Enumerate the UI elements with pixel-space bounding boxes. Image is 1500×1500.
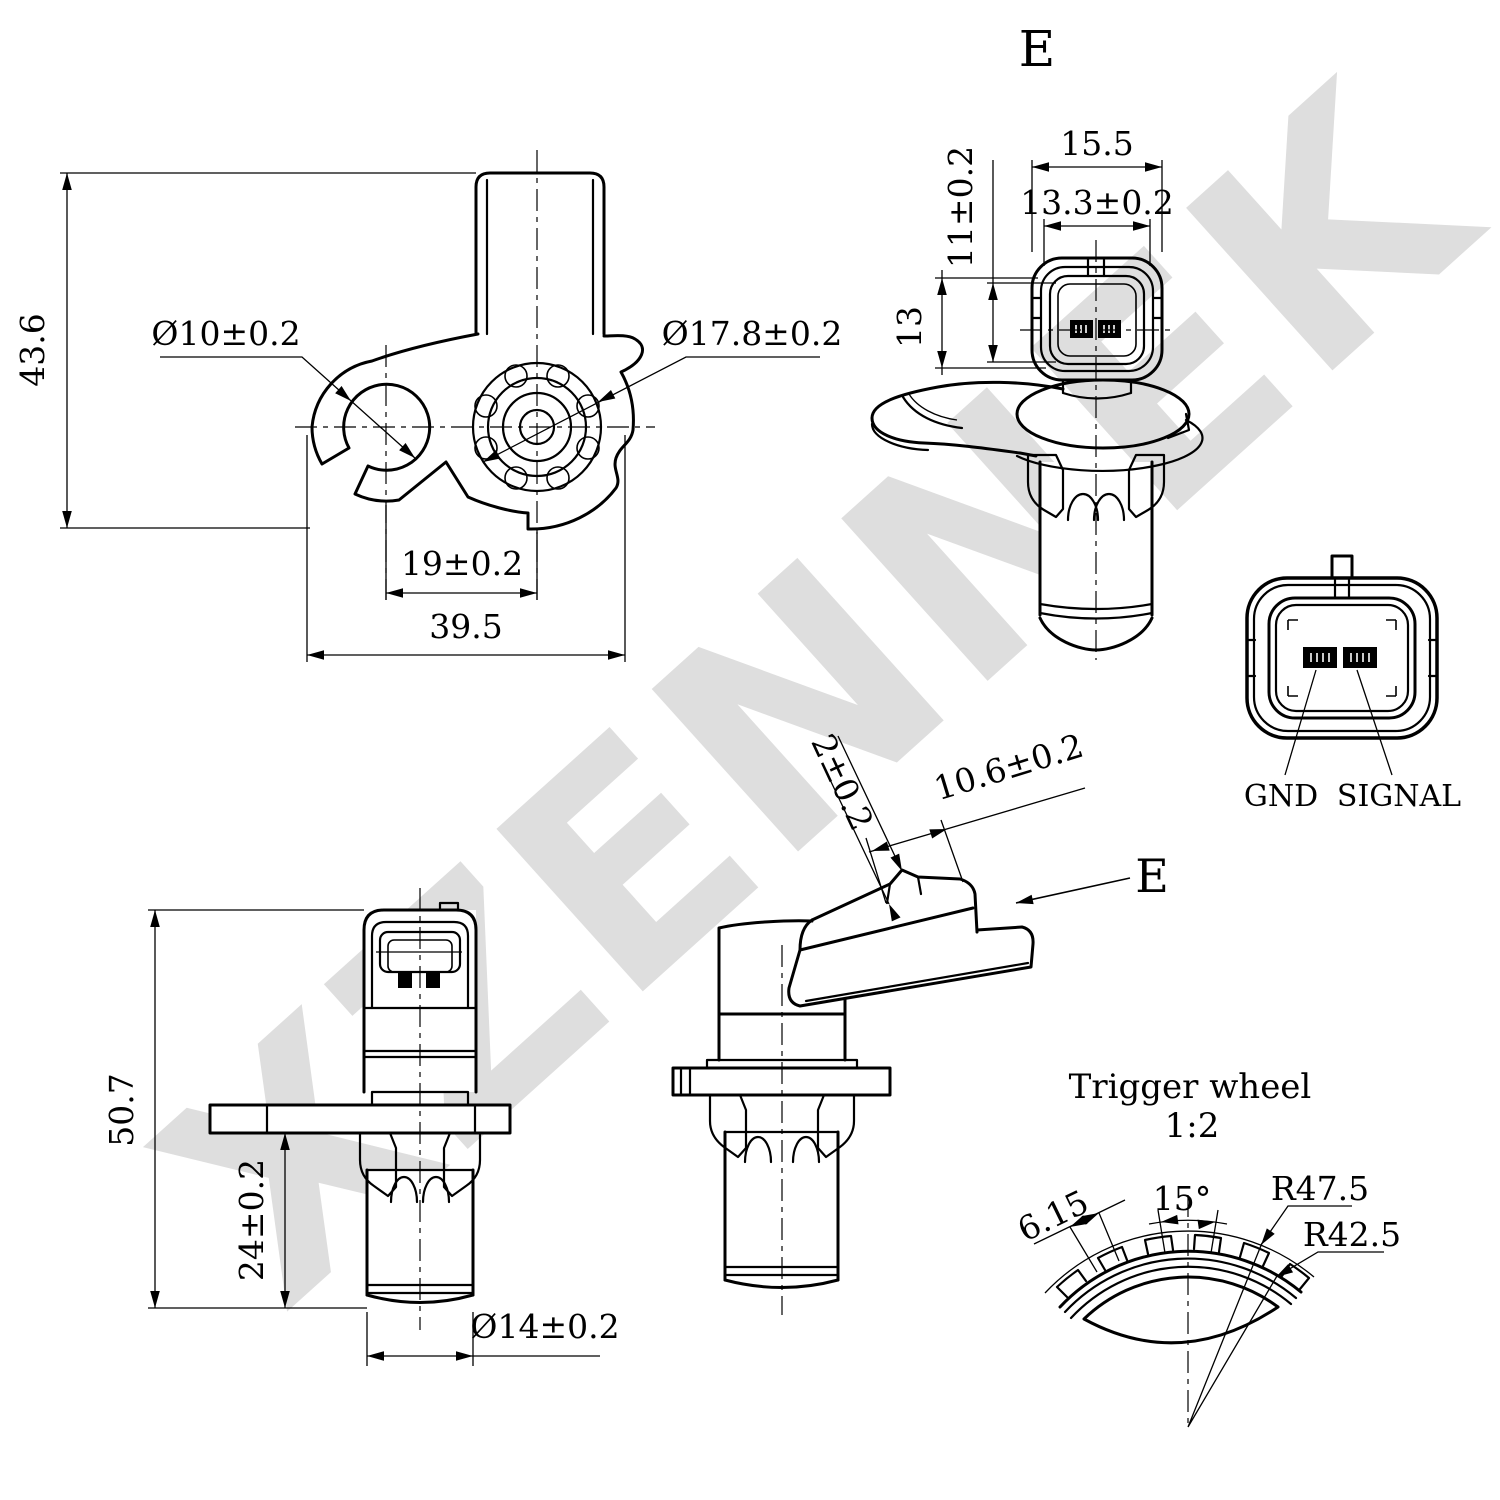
top-view: 43.6 Ø10±0.2 Ø17.8±0.2 19±0.2 39.5 (13, 150, 842, 662)
connector-face-view: GND SIGNAL (1244, 554, 1461, 814)
trigger-wheel-teeth (1055, 1233, 1311, 1299)
dim-hole-spacing: 19±0.2 (401, 544, 523, 583)
dim-inner-width: 13.3±0.2 (1020, 183, 1174, 222)
side-view-direction-label: E (1135, 849, 1169, 903)
side-connector-head (787, 868, 1035, 1008)
dim-connector-width: 15.5 (1060, 124, 1133, 163)
pin-signal (1343, 647, 1377, 668)
front-barrel (365, 1168, 475, 1297)
dim-pitch-angle: 15° (1153, 1179, 1212, 1218)
e-view: E 15.5 13.3± (870, 20, 1204, 660)
dim-tip-length: 24±0.2 (232, 1159, 271, 1281)
trigger-wheel-title: Trigger wheel (1069, 1067, 1312, 1107)
connector-face-outline (1245, 576, 1439, 740)
dim-clip-hole: Ø10±0.2 (151, 314, 300, 353)
trigger-wheel-scale: 1:2 (1165, 1106, 1220, 1146)
dim-tooth-width: 6.15 (1011, 1182, 1094, 1249)
top-view-connector-block (474, 171, 606, 336)
pin-gnd (1303, 647, 1337, 668)
dim-total-height: 50.7 (102, 1073, 141, 1146)
dim-tip-diameter: Ø14±0.2 (470, 1307, 619, 1346)
front-view: 50.7 24±0.2 Ø14±0.2 (102, 888, 620, 1366)
label-gnd: GND (1244, 779, 1318, 814)
dim-inner-radius: R42.5 (1303, 1215, 1401, 1254)
dim-outer-radius: R47.5 (1271, 1169, 1369, 1208)
connector-face-tab (1330, 554, 1354, 580)
label-signal: SIGNAL (1337, 779, 1461, 814)
dim-connector-height: 13 (890, 306, 929, 348)
dim-top-height: 43.6 (13, 313, 52, 386)
front-terminal-right (426, 972, 440, 988)
side-body (717, 919, 847, 1062)
e-view-label: E (1019, 20, 1056, 78)
dim-inner-height: 11±0.2 (941, 146, 980, 268)
trigger-wheel-view: Trigger wheel 1:2 15° 6.15 (1011, 1067, 1401, 1428)
front-terminal-left (398, 972, 412, 988)
dim-body-width: 39.5 (429, 607, 502, 646)
dim-bearing-od: Ø17.8±0.2 (662, 314, 843, 353)
